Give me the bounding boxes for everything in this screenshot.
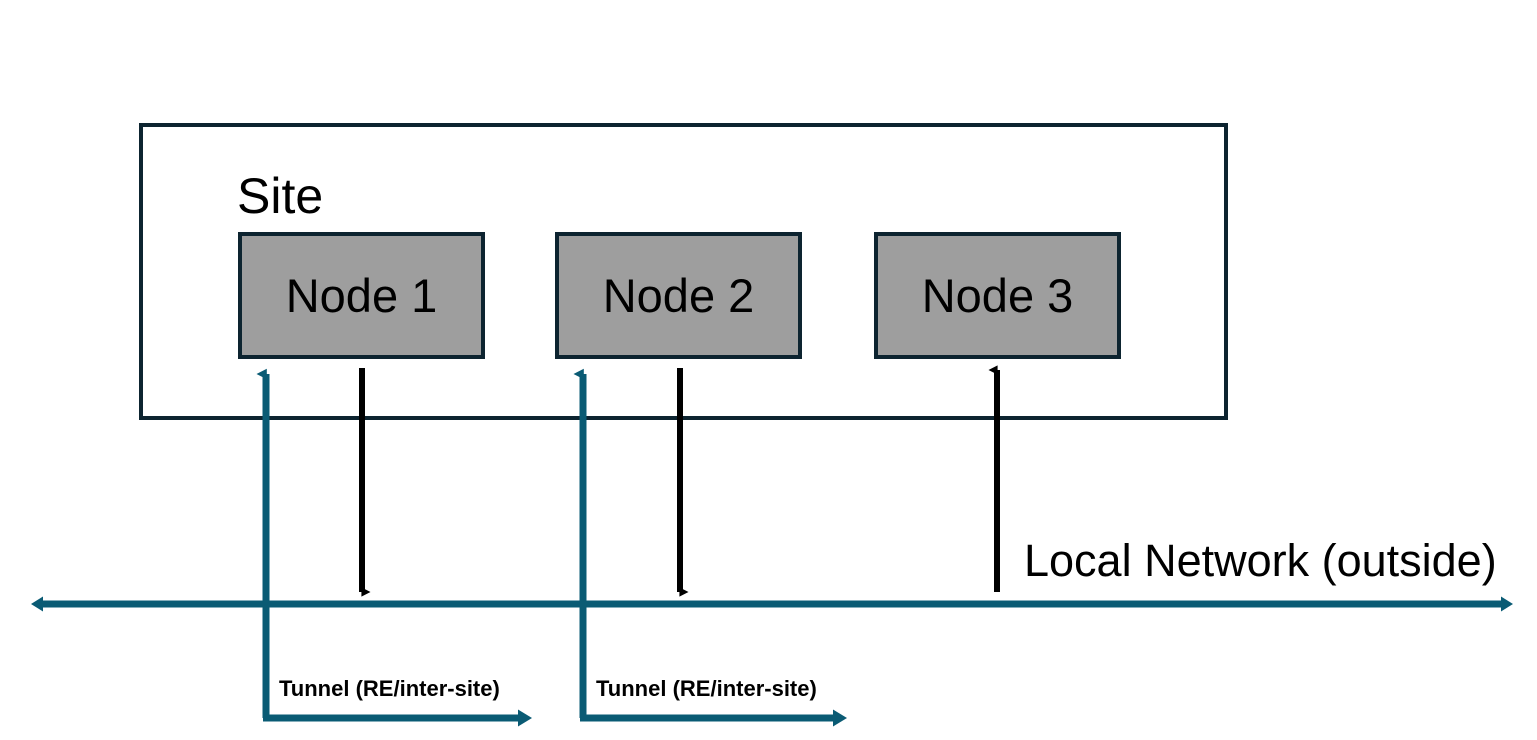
tunnel-label-2: Tunnel (RE/inter-site) [596, 676, 817, 701]
node-label-1: Node 1 [286, 269, 438, 322]
local-network-label: Local Network (outside) [1024, 535, 1497, 586]
node-box-2[interactable] [555, 232, 802, 359]
tunnel-arrowhead-1 [518, 709, 532, 727]
node-label-3: Node 3 [922, 269, 1074, 322]
tunnel-arrowhead-2 [833, 709, 847, 727]
node-label-2: Node 2 [603, 269, 755, 322]
node-box-1[interactable] [238, 232, 485, 359]
local-network-arrowhead-right [1501, 596, 1513, 612]
tunnel-label-1: Tunnel (RE/inter-site) [279, 676, 500, 701]
node-box-3[interactable] [874, 232, 1121, 359]
site-container-box [139, 123, 1228, 420]
local-network-arrowhead-left [31, 596, 43, 612]
site-label: Site [237, 168, 323, 224]
